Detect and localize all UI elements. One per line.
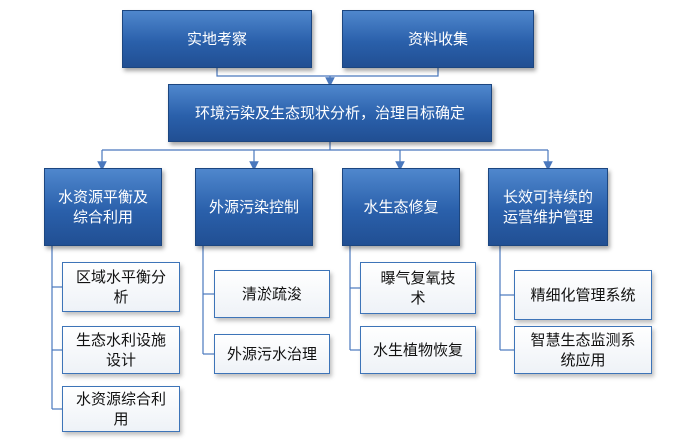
category-operations-management: 长效可持续的运营维护管理 (488, 168, 608, 246)
item-label: 水资源综合利用 (75, 389, 166, 428)
category-label: 外源污染控制 (208, 197, 299, 216)
item-water-comprehensive-use: 水资源综合利用 (62, 386, 180, 432)
item-smart-eco-monitoring: 智慧生态监测系统应用 (514, 326, 652, 374)
item-label: 区域水平衡分析 (75, 267, 166, 306)
category-water-balance: 水资源平衡及综合利用 (44, 168, 162, 246)
item-dredging: 清淤疏浚 (214, 270, 330, 318)
site-survey-label: 实地考察 (186, 29, 247, 48)
site-survey-box: 实地考察 (122, 10, 312, 68)
item-label: 外源污水治理 (226, 344, 317, 363)
data-collection-box: 资料收集 (342, 10, 534, 68)
item-label: 生态水利设施设计 (75, 330, 166, 369)
analysis-label: 环境污染及生态现状分析，治理目标确定 (194, 103, 465, 122)
category-label: 长效可持续的运营维护管理 (502, 187, 593, 226)
category-label: 水生态修复 (363, 197, 439, 216)
item-regional-water-balance: 区域水平衡分析 (62, 262, 180, 312)
item-label: 水生植物恢复 (372, 340, 463, 359)
item-external-sewage-treatment: 外源污水治理 (214, 334, 330, 374)
item-refined-management-system: 精细化管理系统 (514, 270, 652, 320)
item-aeration: 曝气复氧技术 (360, 262, 476, 314)
item-label: 清淤疏浚 (241, 284, 302, 303)
analysis-box: 环境污染及生态现状分析，治理目标确定 (168, 84, 492, 142)
category-ecological-restoration: 水生态修复 (342, 168, 460, 246)
item-label: 曝气复氧技术 (380, 268, 456, 307)
item-eco-water-facility: 生态水利设施设计 (62, 326, 180, 374)
data-collection-label: 资料收集 (407, 29, 468, 48)
category-external-pollution: 外源污染控制 (195, 168, 313, 246)
item-aquatic-plant-restoration: 水生植物恢复 (360, 326, 476, 374)
item-label: 精细化管理系统 (530, 285, 636, 304)
category-label: 水资源平衡及综合利用 (57, 187, 148, 226)
item-label: 智慧生态监测系统应用 (530, 330, 636, 369)
